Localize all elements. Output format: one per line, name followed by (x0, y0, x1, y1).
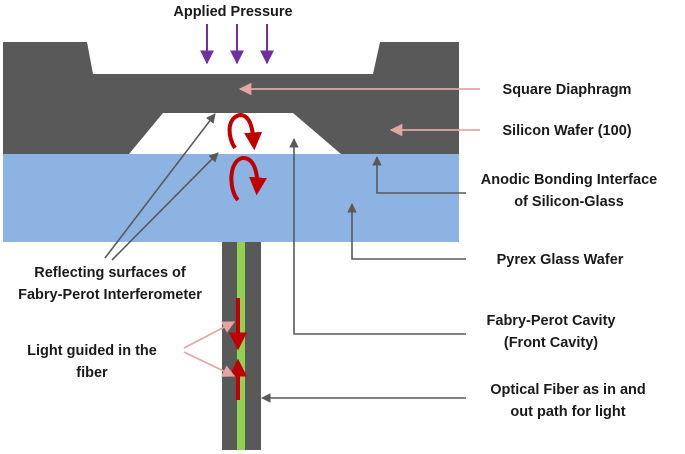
optical-fiber-label-line2: out path for light (510, 404, 625, 420)
square-diaphragm-label: Square Diaphragm (503, 82, 632, 98)
fabry-perot-cavity-label-line1: Fabry-Perot Cavity (487, 313, 616, 329)
gray-elbow-leaders (261, 138, 466, 403)
reflecting-surfaces-label-line2: Fabry-Perot Interferometer (18, 287, 202, 303)
fiber-core (237, 242, 245, 450)
applied-pressure-label: Applied Pressure (173, 4, 292, 20)
reflecting-surface-leaders (104, 113, 219, 261)
anodic-bonding-label-line1: Anodic Bonding Interface (481, 172, 657, 188)
silicon-wafer-label: Silicon Wafer (100) (502, 123, 631, 139)
fabry-perot-cavity (129, 113, 341, 154)
pressure-arrows (200, 24, 274, 65)
pyrex-glass-label: Pyrex Glass Wafer (497, 252, 624, 268)
pyrex-glass-wafer (3, 154, 459, 242)
anodic-bonding-label-line2: of Silicon-Glass (514, 194, 624, 210)
silicon-wafer (3, 42, 459, 154)
reflecting-surfaces-label-line1: Reflecting surfaces of (34, 265, 186, 281)
light-guided-label-line2: fiber (76, 365, 108, 381)
pink-leaders (183, 82, 480, 377)
optical-fiber-label-line1: Optical Fiber as in and (490, 382, 646, 398)
light-guided-label-line1: Light guided in the (27, 343, 157, 359)
light-reflection-arrows (227, 112, 267, 202)
fabry-perot-cavity-label-line2: (Front Cavity) (504, 335, 598, 351)
